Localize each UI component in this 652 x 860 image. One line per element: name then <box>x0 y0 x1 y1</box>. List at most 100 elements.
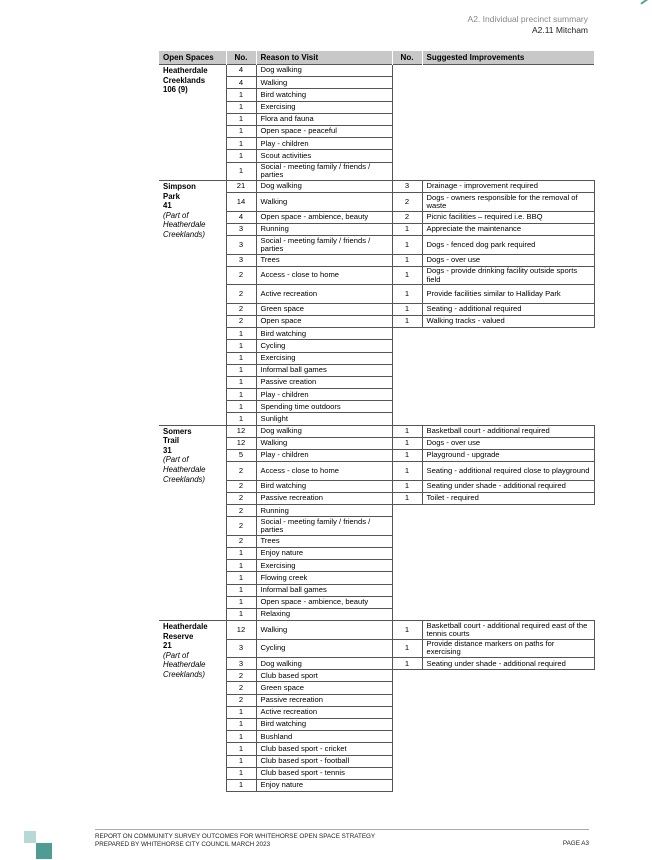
improvement-count <box>392 596 422 608</box>
improvement-text: Seating under shade - additional require… <box>421 657 595 671</box>
improvement-count: 1 <box>391 284 423 304</box>
improvement-text: Provide facilities similar to Halliday P… <box>421 284 595 304</box>
visit-count: 2 <box>225 480 257 493</box>
open-space-name: 31 <box>163 445 172 455</box>
subsection-title: A2.11 Mitcham <box>531 25 588 35</box>
improvement-count <box>392 89 422 101</box>
improvement-count: 1 <box>391 315 423 329</box>
visit-count: 1 <box>225 101 257 114</box>
improvement-text <box>422 547 594 559</box>
improvement-count: 1 <box>391 639 423 659</box>
improvement-text: Toilet - required <box>421 492 595 506</box>
reason-text: Bird watching <box>255 480 393 493</box>
improvement-text <box>422 560 594 572</box>
visit-count: 1 <box>225 327 257 341</box>
improvement-count: 1 <box>391 223 423 237</box>
improvement-count <box>392 547 422 559</box>
improvement-text <box>422 706 594 718</box>
reason-text: Spending time outdoors <box>255 400 393 414</box>
improvement-text: Provide distance markers on paths for ex… <box>421 639 595 659</box>
visit-count: 3 <box>225 657 257 671</box>
visit-count: 2 <box>225 535 257 548</box>
visit-count: 1 <box>225 584 257 597</box>
reason-text: Active recreation <box>255 706 393 720</box>
improvement-count: 1 <box>391 620 423 640</box>
reason-text: Enjoy nature <box>255 547 393 561</box>
improvement-text <box>422 162 594 181</box>
improvement-text <box>422 584 594 596</box>
improvement-text: Dogs - fenced dog park required <box>421 235 595 255</box>
improvement-text <box>422 150 594 162</box>
improvement-count <box>392 63 422 77</box>
improvement-count <box>392 670 422 682</box>
reason-text: Dog walking <box>255 424 393 438</box>
improvement-count: 1 <box>391 303 423 316</box>
reason-text: Passive recreation <box>255 694 393 707</box>
open-space-name: Reserve <box>163 631 194 641</box>
improvement-text <box>422 340 594 352</box>
open-space-name: Trail <box>163 436 180 446</box>
improvement-text: Seating under shade - additional require… <box>421 480 595 493</box>
improvement-count <box>392 767 422 779</box>
page-number: PAGE A3 <box>562 840 589 847</box>
improvement-text <box>422 670 594 682</box>
open-space-note: Heatherdale <box>163 465 206 474</box>
reason-text: Informal ball games <box>255 364 393 377</box>
visit-count: 1 <box>225 767 257 780</box>
improvement-text: Walking tracks - valued <box>421 315 595 329</box>
improvement-count <box>392 413 422 425</box>
open-space-name: Somers <box>163 426 192 436</box>
improvement-count <box>392 376 422 388</box>
reason-text: Exercising <box>255 101 393 114</box>
reason-text: Bird watching <box>255 327 393 341</box>
reason-text: Open space - ambience, beauty <box>255 596 393 609</box>
open-space-name: Creeklands <box>163 75 206 85</box>
reason-text: Open space - ambience, beauty <box>255 211 393 224</box>
open-space-name: 21 <box>163 641 172 651</box>
footer-text: REPORT ON COMMUNITY SURVEY OUTCOMES FOR … <box>95 833 375 849</box>
improvement-text <box>422 101 594 113</box>
reason-text: Dog walking <box>255 179 393 194</box>
visit-count: 2 <box>225 284 257 304</box>
logo-square-dark <box>36 843 52 859</box>
reason-text: Walking <box>255 620 393 640</box>
improvement-text <box>422 731 594 743</box>
visit-count: 21 <box>225 179 257 194</box>
reason-text: Dog walking <box>255 657 393 671</box>
visit-count: 2 <box>225 303 257 316</box>
improvement-count <box>392 719 422 731</box>
improvement-text: Picnic facilities – required i.e. BBQ <box>421 211 595 224</box>
visit-count: 2 <box>225 681 257 695</box>
visit-count: 1 <box>225 364 257 377</box>
improvement-text: Dogs - over use <box>421 254 595 267</box>
improvement-text: Playground - upgrade <box>421 449 595 463</box>
open-space-name: Park <box>163 191 180 201</box>
improvement-count: 1 <box>391 235 423 255</box>
visit-count: 1 <box>225 547 257 561</box>
improvement-count: 1 <box>391 449 423 463</box>
reason-text: Bushland <box>255 730 393 744</box>
